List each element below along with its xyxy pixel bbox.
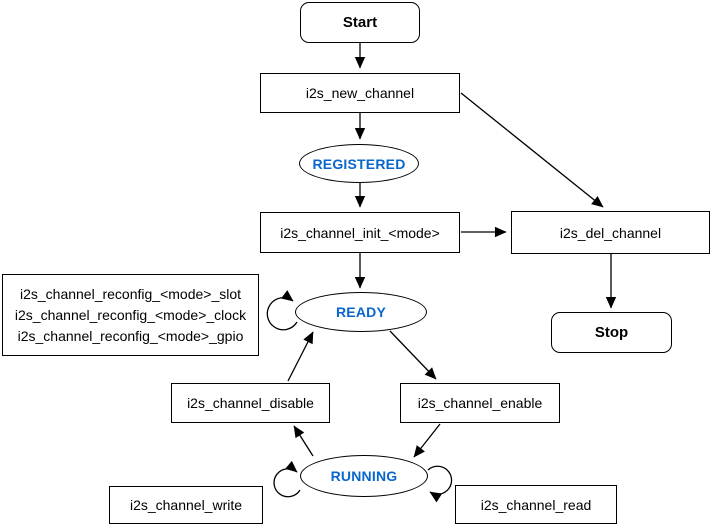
- edge-running-to-disable: [293, 425, 314, 457]
- node-state-registered: REGISTERED: [299, 144, 419, 183]
- node-i2s-channel-init-label: i2s_channel_init_<mode>: [280, 224, 440, 241]
- node-i2s-channel-write-label: i2s_channel_write: [129, 497, 243, 513]
- node-start-label: Start: [342, 14, 378, 31]
- node-i2s-new-channel-label: i2s_new_channel: [305, 85, 415, 101]
- node-i2s-channel-reconfig: i2s_channel_reconfig_<mode>_slot i2s_cha…: [2, 274, 259, 356]
- edge-ready-self-loop: [266, 290, 298, 331]
- node-i2s-channel-enable: i2s_channel_enable: [400, 383, 560, 423]
- node-i2s-channel-disable: i2s_channel_disable: [171, 383, 330, 423]
- edge-disable-to-ready: [287, 331, 314, 382]
- node-state-running: RUNNING: [300, 455, 428, 497]
- node-i2s-del-channel-label: i2s_del_channel: [559, 224, 662, 241]
- node-stop-label: Stop: [594, 324, 629, 341]
- node-i2s-channel-disable-label: i2s_channel_disable: [187, 395, 314, 411]
- node-i2s-channel-enable-label: i2s_channel_enable: [417, 395, 543, 411]
- reconfig-line-slot: i2s_channel_reconfig_<mode>_slot: [19, 285, 242, 302]
- edge-ready-to-enable: [389, 330, 437, 380]
- reconfig-line-gpio: i2s_channel_reconfig_<mode>_gpio: [17, 327, 244, 344]
- node-i2s-channel-read-label: i2s_channel_read: [480, 496, 592, 513]
- node-state-registered-label: REGISTERED: [312, 155, 406, 172]
- node-i2s-new-channel: i2s_new_channel: [260, 73, 460, 113]
- node-i2s-channel-read: i2s_channel_read: [455, 485, 617, 524]
- edge-enable-to-running: [413, 423, 441, 458]
- node-state-ready-label: READY: [335, 304, 386, 320]
- node-stop: Stop: [551, 312, 672, 353]
- edge-running-self-loop-right: [427, 465, 453, 503]
- node-i2s-channel-init: i2s_channel_init_<mode>: [260, 212, 460, 253]
- node-i2s-del-channel: i2s_del_channel: [511, 211, 710, 254]
- node-state-ready: READY: [295, 292, 427, 332]
- edge-new-channel-to-del-channel: [460, 92, 604, 208]
- node-start: Start: [300, 2, 420, 43]
- node-state-running-label: RUNNING: [330, 468, 398, 484]
- reconfig-line-clock: i2s_channel_reconfig_<mode>_clock: [14, 306, 247, 323]
- node-i2s-channel-write: i2s_channel_write: [109, 486, 263, 524]
- edge-running-self-loop-left: [273, 460, 301, 498]
